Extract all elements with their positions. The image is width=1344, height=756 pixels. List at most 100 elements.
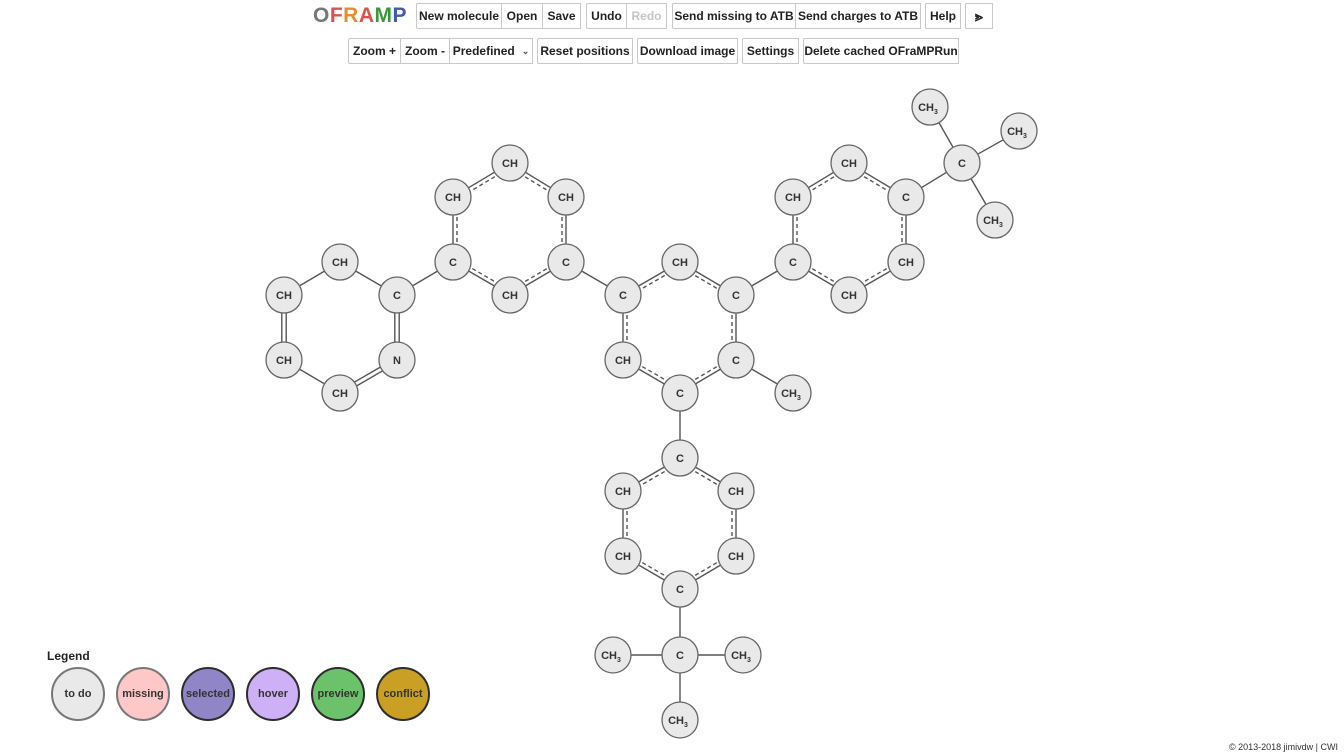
atom-node[interactable]: CH: [661, 243, 699, 281]
new-molecule-button[interactable]: New molecule: [416, 3, 502, 29]
atom-node[interactable]: N: [378, 341, 416, 379]
atom-node[interactable]: CH3: [1000, 112, 1038, 150]
atom-node[interactable]: CH: [265, 341, 303, 379]
atom-node[interactable]: CH3: [911, 88, 949, 126]
atom-node[interactable]: CH3: [774, 374, 812, 412]
atom-circle[interactable]: [661, 243, 699, 281]
atom-circle[interactable]: [887, 178, 925, 216]
logo-letter: A: [358, 4, 375, 27]
atom-node[interactable]: CH3: [594, 636, 632, 674]
atom-circle[interactable]: [604, 472, 642, 510]
atom-circle[interactable]: [976, 201, 1014, 239]
atom-circle[interactable]: [491, 276, 529, 314]
atom-circle[interactable]: [661, 701, 699, 739]
atom-circle[interactable]: [661, 374, 699, 412]
atom-circle[interactable]: [774, 178, 812, 216]
atom-node[interactable]: CH3: [976, 201, 1014, 239]
open-button[interactable]: Open: [502, 3, 543, 29]
atom-circle[interactable]: [661, 636, 699, 674]
atom-circle[interactable]: [321, 243, 359, 281]
double-bond-line: [355, 369, 384, 387]
atom-node[interactable]: C: [661, 374, 699, 412]
atom-node[interactable]: CH: [887, 243, 925, 281]
atom-node[interactable]: CH: [717, 472, 755, 510]
atom-node[interactable]: CH: [830, 276, 868, 314]
undo-button[interactable]: Undo: [586, 3, 627, 29]
atom-node[interactable]: CH: [604, 537, 642, 575]
atom-node[interactable]: CH: [491, 144, 529, 182]
atom-node[interactable]: CH: [321, 243, 359, 281]
atom-node[interactable]: C: [943, 144, 981, 182]
atom-circle[interactable]: [717, 341, 755, 379]
predefined-dropdown[interactable]: Predefined ⌄: [450, 38, 533, 64]
atom-circle[interactable]: [661, 439, 699, 477]
atom-node[interactable]: CH: [774, 178, 812, 216]
atom-node[interactable]: CH: [604, 472, 642, 510]
atom-node[interactable]: C: [661, 636, 699, 674]
atom-node[interactable]: CH: [604, 341, 642, 379]
help-button[interactable]: Help: [925, 3, 961, 29]
atom-node[interactable]: CH: [434, 178, 472, 216]
atom-node[interactable]: CH: [717, 537, 755, 575]
atom-node[interactable]: CH3: [724, 636, 762, 674]
atom-circle[interactable]: [604, 537, 642, 575]
atom-circle[interactable]: [434, 243, 472, 281]
atom-node[interactable]: C: [717, 276, 755, 314]
atom-label: CH3: [983, 215, 1003, 229]
atom-label: C: [562, 257, 570, 269]
atom-circle[interactable]: [378, 276, 416, 314]
save-button[interactable]: Save: [543, 3, 581, 29]
atom-circle[interactable]: [717, 276, 755, 314]
atom-circle[interactable]: [378, 341, 416, 379]
atom-node[interactable]: C: [661, 439, 699, 477]
settings-button[interactable]: Settings: [742, 38, 799, 64]
atom-circle[interactable]: [265, 276, 303, 314]
atom-circle[interactable]: [774, 243, 812, 281]
atom-circle[interactable]: [830, 276, 868, 314]
atom-node[interactable]: C: [774, 243, 812, 281]
atom-circle[interactable]: [604, 341, 642, 379]
redo-button[interactable]: Redo: [627, 3, 667, 29]
collapse-toolbar-button[interactable]: ⪢: [965, 3, 993, 29]
send-missing-button[interactable]: Send missing to ATB: [672, 3, 796, 29]
atom-node[interactable]: C: [378, 276, 416, 314]
atom-node[interactable]: CH: [321, 374, 359, 412]
atom-circle[interactable]: [491, 144, 529, 182]
zoom-in-button[interactable]: Zoom +: [348, 38, 401, 64]
download-image-button[interactable]: Download image: [637, 38, 738, 64]
atom-circle[interactable]: [717, 472, 755, 510]
atom-circle[interactable]: [724, 636, 762, 674]
atom-circle[interactable]: [830, 144, 868, 182]
atom-circle[interactable]: [547, 243, 585, 281]
atom-node[interactable]: C: [547, 243, 585, 281]
atom-circle[interactable]: [943, 144, 981, 182]
atom-circle[interactable]: [434, 178, 472, 216]
atom-circle[interactable]: [547, 178, 585, 216]
atom-node[interactable]: C: [604, 276, 642, 314]
atom-circle[interactable]: [321, 374, 359, 412]
send-charges-button[interactable]: Send charges to ATB: [796, 3, 921, 29]
atom-circle[interactable]: [265, 341, 303, 379]
atom-node[interactable]: CH: [547, 178, 585, 216]
atom-node[interactable]: C: [434, 243, 472, 281]
atom-circle[interactable]: [1000, 112, 1038, 150]
atom-circle[interactable]: [661, 570, 699, 608]
atom-circle[interactable]: [717, 537, 755, 575]
atom-circle[interactable]: [774, 374, 812, 412]
atom-node[interactable]: CH: [491, 276, 529, 314]
atom-node[interactable]: C: [717, 341, 755, 379]
atom-circle[interactable]: [887, 243, 925, 281]
zoom-out-button[interactable]: Zoom -: [401, 38, 450, 64]
atom-circle[interactable]: [594, 636, 632, 674]
atom-circle[interactable]: [604, 276, 642, 314]
delete-cached-button[interactable]: Delete cached OFraMPRun: [803, 38, 959, 64]
atom-node[interactable]: C: [661, 570, 699, 608]
atom-node[interactable]: CH3: [661, 701, 699, 739]
atom-label: N: [393, 355, 401, 367]
reset-positions-button[interactable]: Reset positions: [537, 38, 633, 64]
atom-node[interactable]: CH: [265, 276, 303, 314]
atom-node[interactable]: C: [887, 178, 925, 216]
atom-node[interactable]: CH: [830, 144, 868, 182]
atom-circle[interactable]: [911, 88, 949, 126]
